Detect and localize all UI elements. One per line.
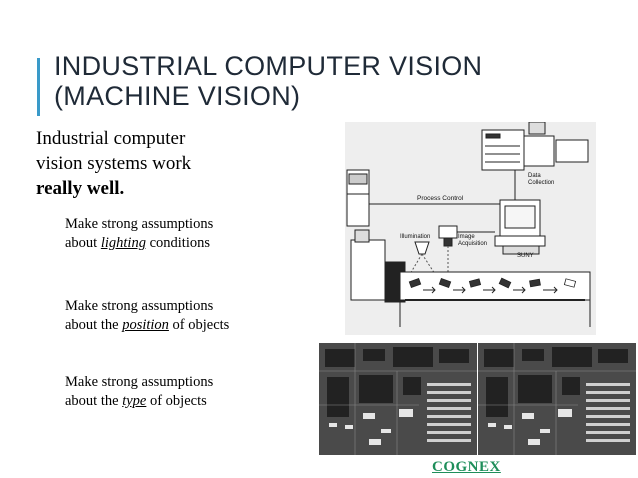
bullet-keyword: lighting <box>100 235 146 251</box>
data-collection-computer <box>481 122 589 171</box>
workstation <box>494 199 546 255</box>
intro-line-1: Industrial computer <box>36 128 186 149</box>
bullet-position: Make strong assumptions about the positi… <box>65 297 235 335</box>
conveyor-belt <box>399 271 591 327</box>
bullet-lighting: Make strong assumptions about lighting c… <box>65 215 235 253</box>
intro-text: Industrial computer vision systems work … <box>36 126 236 201</box>
camera <box>438 225 458 247</box>
circuit-board-image-left <box>319 343 477 455</box>
conveyor-arrows <box>423 286 558 294</box>
label-suny: SUNY <box>517 253 534 259</box>
intro-line-2: vision systems work <box>36 153 192 174</box>
label-image: Image <box>458 234 475 240</box>
feeder-machine <box>350 229 406 303</box>
control-cabinet <box>346 169 370 227</box>
bullet-text: Make strong assumptions about <box>65 216 214 251</box>
bullet-keyword: type <box>122 393 147 409</box>
title-accent-bar <box>37 58 40 116</box>
bullet-text: Make strong assumptions about the <box>65 374 214 409</box>
bullet-text: conditions <box>149 235 211 251</box>
bullet-keyword: position <box>122 317 169 333</box>
machine-vision-diagram: Data Collection Process Control SUNY <box>345 122 596 335</box>
label-acquisition: Acquisition <box>458 241 487 247</box>
bullet-text: of objects <box>172 317 230 333</box>
bullet-text: Make strong assumptions about the <box>65 298 214 333</box>
bullet-text: of objects <box>149 393 207 409</box>
label-illumination: Illumination <box>400 234 430 240</box>
cognex-link[interactable]: COGNEX <box>432 459 501 475</box>
label-process-control: Process Control <box>417 195 464 202</box>
conveyor-parts <box>408 277 577 289</box>
slide-title: Industrial Computer Vision (Machine Visi… <box>54 51 483 111</box>
bullet-type: Make strong assumptions about the type o… <box>65 373 235 411</box>
circuit-board-image-right <box>478 343 636 455</box>
label-collection: Collection <box>528 180 554 186</box>
intro-emphasis: really well. <box>36 178 125 199</box>
label-data: Data <box>528 173 541 179</box>
illumination-lamp <box>414 241 430 255</box>
